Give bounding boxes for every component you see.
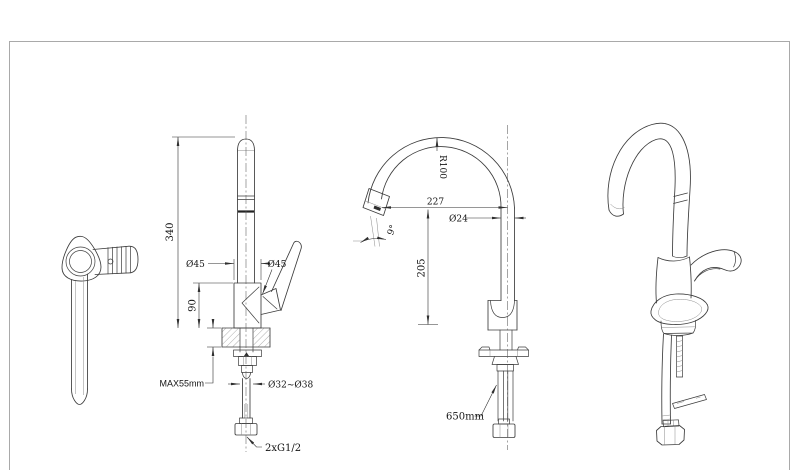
front-dimensions: 227 Ø24 205 R100 9° 650mm <box>382 137 526 423</box>
top-view <box>61 235 139 405</box>
dim-hole-diameter: Ø32~Ø38 <box>268 380 313 391</box>
spout-tube-top <box>71 273 88 405</box>
spray-angle-arc <box>360 236 387 243</box>
spout-outlet <box>362 188 390 216</box>
side-dimensions: 340 90 Ø45 Ø45 MAX55mm Ø32~Ø38 2xG1/2 <box>159 136 313 454</box>
handle-hub <box>260 288 281 315</box>
faucet-body-side <box>233 240 302 329</box>
escutcheon-plate <box>61 235 102 282</box>
handle-grip-lines <box>107 245 131 275</box>
dim-bend-radius: R100 <box>437 155 447 179</box>
iso-body <box>655 255 692 304</box>
iso-bottom-nut <box>656 425 685 446</box>
dim-spout-reach: 227 <box>427 198 444 208</box>
handle-screw <box>107 258 114 265</box>
iso-spout <box>607 122 691 257</box>
iso-hose-tag <box>672 394 707 409</box>
dim-max-deck-thickness: MAX55mm <box>159 379 204 389</box>
faucet-body-front <box>487 207 518 351</box>
front-view: 227 Ø24 205 R100 9° 650mm <box>353 125 529 450</box>
iso-handle <box>690 249 742 282</box>
iso-mounting <box>656 320 707 446</box>
handle-lever-side <box>271 240 302 311</box>
dim-pipe-diameter: Ø24 <box>449 214 468 225</box>
dim-hub-diameter: Ø45 <box>268 259 287 270</box>
handle-top <box>92 245 139 275</box>
drawing-border <box>9 41 790 470</box>
dim-total-height: 340 <box>165 222 176 241</box>
aerator <box>373 205 381 211</box>
dim-hose-length: 650mm <box>446 412 485 423</box>
iso-view <box>607 122 742 446</box>
body-outer-circle <box>65 246 96 277</box>
dim-thread-spec: 2xG1/2 <box>265 443 301 454</box>
gooseneck-spout <box>353 137 515 247</box>
body-inner-circle <box>69 250 92 273</box>
dim-body-diameter: Ø45 <box>186 259 205 270</box>
mounting-hardware-side <box>233 349 262 436</box>
spout-column <box>237 138 255 284</box>
dim-body-height: 90 <box>188 299 199 312</box>
iso-escutcheon <box>650 293 709 325</box>
dim-spray-angle: 9° <box>386 224 399 237</box>
dim-outlet-height: 205 <box>417 258 428 277</box>
side-view: 340 90 Ø45 Ø45 MAX55mm Ø32~Ø38 2xG1/2 <box>159 115 313 454</box>
mounting-hardware-front <box>478 346 529 438</box>
